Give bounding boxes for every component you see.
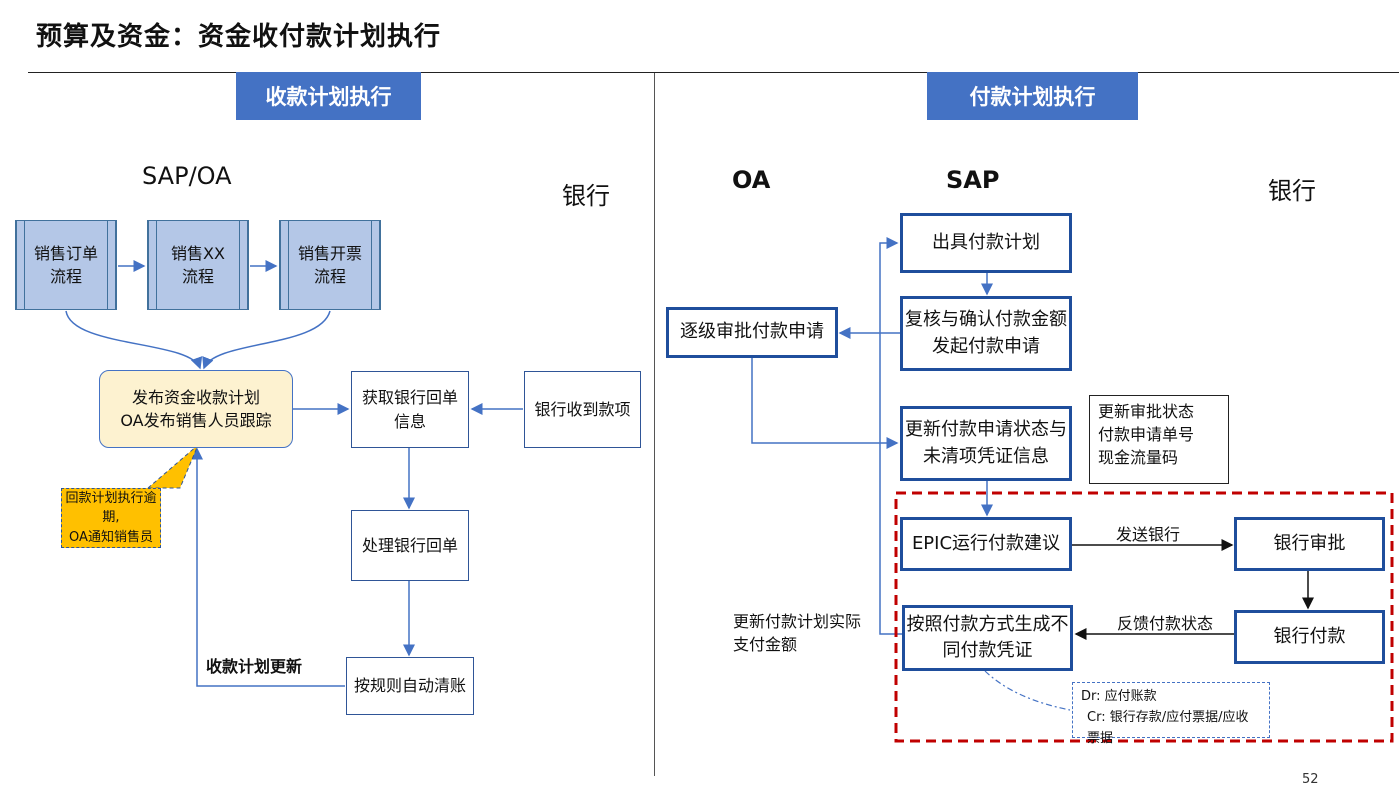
process-line2: 流程 [181,267,214,286]
callout-line2: OA通知销售员 [69,529,153,545]
callout-line1: 回款计划执行逾期, [65,490,157,526]
title-underline [28,72,1399,73]
journal-connector [984,670,1071,711]
review-line1: 复核与确认付款金额 [905,309,1067,331]
review-payment-amount: 复核与确认付款金额发起付款申请 [900,296,1072,371]
receipt-line2: 信息 [393,411,426,431]
note-line1: 更新审批状态 [1098,402,1195,421]
process-bank-receipt: 处理银行回单 [351,510,469,581]
issue-payment-plan: 出具付款计划 [900,213,1072,273]
arrow-invoice-to-publish [202,310,331,370]
publish-receipt-plan: 发布资金收款计划 OA发布销售人员跟踪 [99,370,293,448]
process-line2: 流程 [49,267,82,286]
process-sales-xx: 销售XX 流程 [147,220,249,310]
journal-credit: Cr: 银行存款/应付票据/应收票据 [1087,709,1249,746]
note-line3: 现金流量码 [1098,448,1179,468]
arrow-voucher-to-plan [879,237,902,635]
auto-clear-account: 按规则自动清账 [346,657,474,715]
page-number: 52 [1302,772,1319,787]
update-plan-amount-label: 更新付款计划实际 支付金额 [733,610,861,656]
payment-banner: 付款计划执行 [927,72,1138,120]
lane-oa: OA [732,166,771,194]
status-note: 更新审批状态 付款申请单号 现金流量码 [1089,395,1229,484]
status-line1: 更新付款申请状态与 [905,419,1067,441]
bank-payment: 银行付款 [1234,610,1385,664]
approve-payment-request: 逐级审批付款申请 [666,307,838,358]
get-bank-receipt: 获取银行回单信息 [351,371,469,448]
overdue-callout: 回款计划执行逾期, OA通知销售员 [61,488,161,548]
publish-line1: 发布资金收款计划 [131,387,260,407]
voucher-line1: 按照付款方式生成不 [906,613,1069,635]
lane-sap-oa: SAP/OA [142,162,232,190]
update-request-status: 更新付款申请状态与未清项凭证信息 [900,406,1072,481]
update-plan-line2: 支付金额 [733,635,798,655]
publish-line2: OA发布销售人员跟踪 [120,411,272,430]
arrow-order-to-publish [65,310,203,370]
journal-debit: Dr: 应付账款 [1081,689,1157,704]
process-sales-invoice: 销售开票流程 [279,220,381,310]
section-divider [654,73,655,776]
process-sales-order: 销售订单流程 [15,220,117,310]
generate-payment-voucher: 按照付款方式生成不同付款凭证 [902,605,1073,671]
receipt-banner: 收款计划执行 [236,72,421,120]
feedback-status-label: 反馈付款状态 [1117,614,1214,633]
arrow-approval-to-status [751,358,899,449]
lane-bank-left: 银行 [562,182,610,210]
process-line1: 销售订单 [33,243,98,263]
page-title: 预算及资金：资金收付款计划执行 [36,22,442,52]
send-to-bank-label: 发送银行 [1116,525,1181,544]
lane-sap: SAP [946,166,1000,194]
status-line2: 未清项凭证信息 [923,445,1049,467]
review-line2: 发起付款申请 [932,335,1040,357]
receipt-line1: 获取银行回单 [361,388,458,408]
process-line1: 销售开票 [297,243,362,263]
epic-payment-proposal: EPIC运行付款建议 [900,517,1072,571]
callout-pointer [146,444,199,489]
voucher-line2: 同付款凭证 [942,640,1033,661]
note-line2: 付款申请单号 [1098,425,1195,445]
bank-received-funds: 银行收到款项 [524,371,641,448]
process-line2: 流程 [313,267,346,286]
payment-execution-frame [894,491,1394,743]
update-plan-line1: 更新付款计划实际 [733,612,862,631]
bank-approval: 银行审批 [1234,517,1385,571]
process-line1: 销售XX [171,243,225,263]
journal-entry-note: Dr: 应付账款 Cr: 银行存款/应付票据/应收票据 [1072,682,1270,746]
receipt-plan-update-label: 收款计划更新 [206,657,303,676]
lane-bank-right: 银行 [1268,177,1316,205]
arrow-clear-to-publish [191,447,345,687]
